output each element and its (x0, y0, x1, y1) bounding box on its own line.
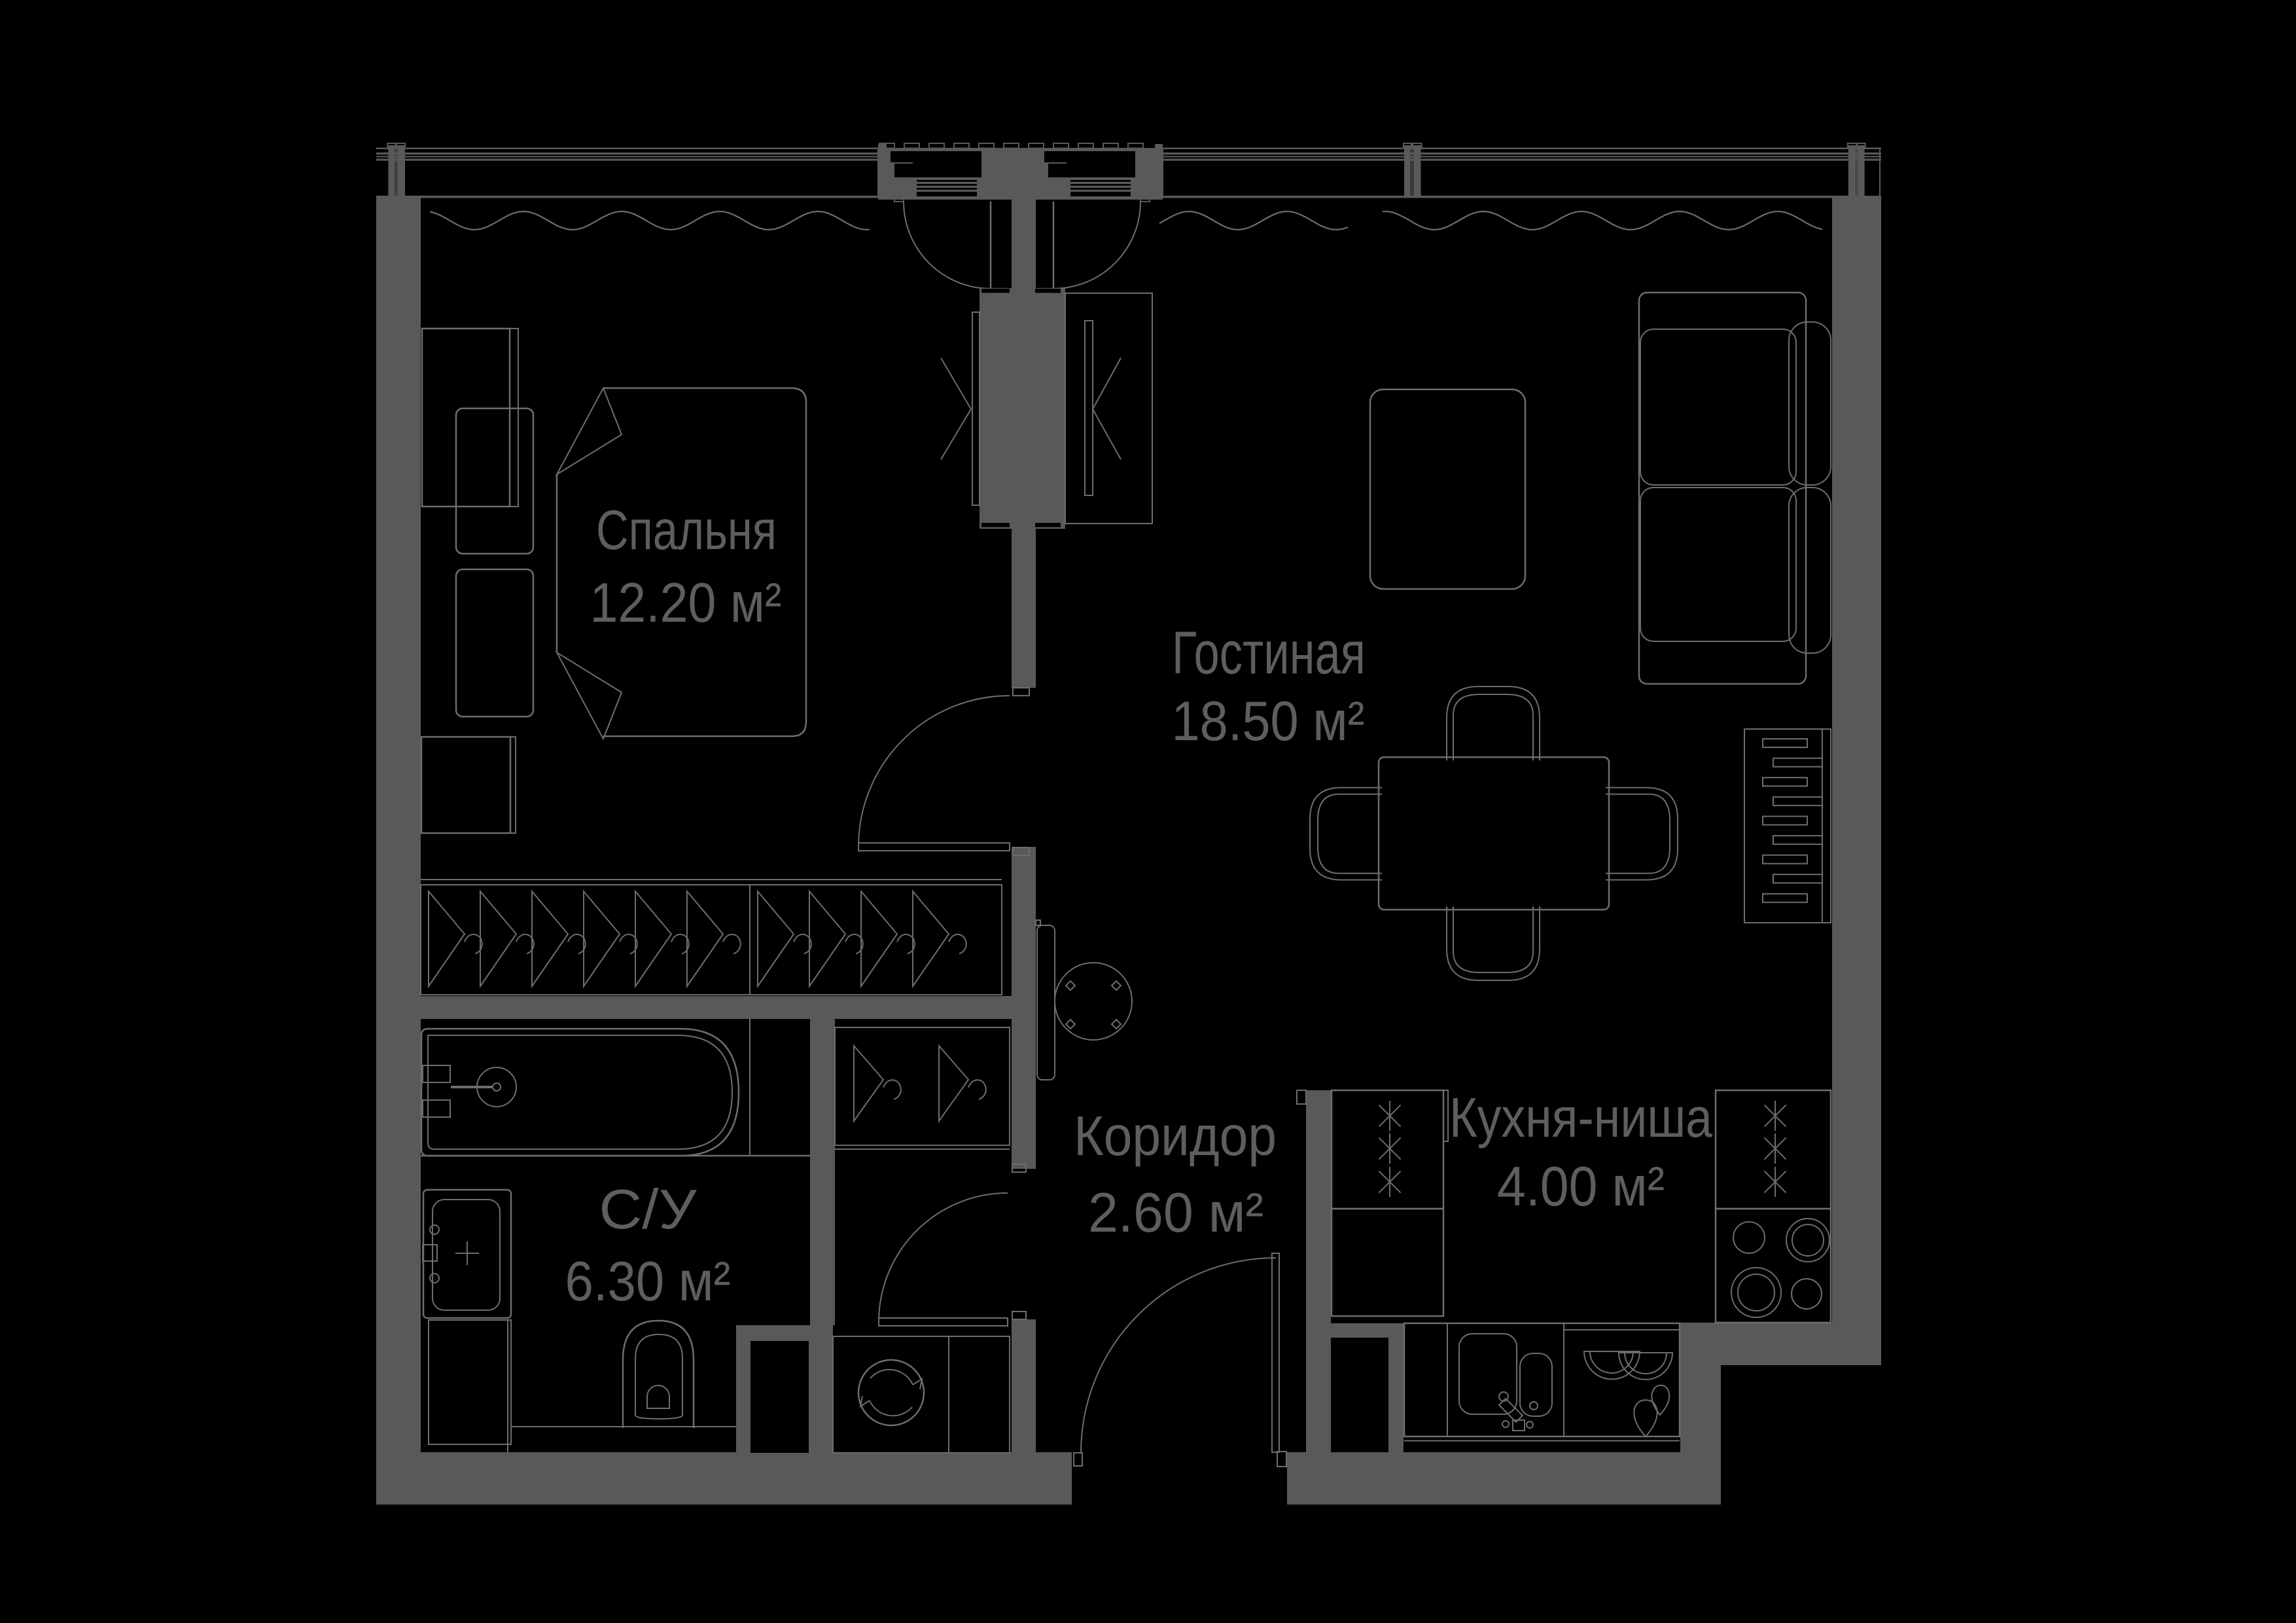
svg-text:12.20 м²: 12.20 м² (590, 572, 782, 634)
svg-text:2.60 м²: 2.60 м² (1088, 1182, 1263, 1244)
svg-text:18.50 м²: 18.50 м² (1172, 690, 1365, 753)
svg-text:С/У: С/У (599, 1179, 698, 1241)
svg-text:Гостиная: Гостиная (1172, 620, 1366, 687)
svg-text:6.30 м²: 6.30 м² (565, 1251, 731, 1313)
svg-text:Кухня-ниша: Кухня-ниша (1449, 1087, 1713, 1149)
svg-text:Коридор: Коридор (1074, 1105, 1277, 1168)
svg-text:Спальня: Спальня (596, 499, 777, 562)
svg-text:4.00 м²: 4.00 м² (1497, 1156, 1665, 1218)
